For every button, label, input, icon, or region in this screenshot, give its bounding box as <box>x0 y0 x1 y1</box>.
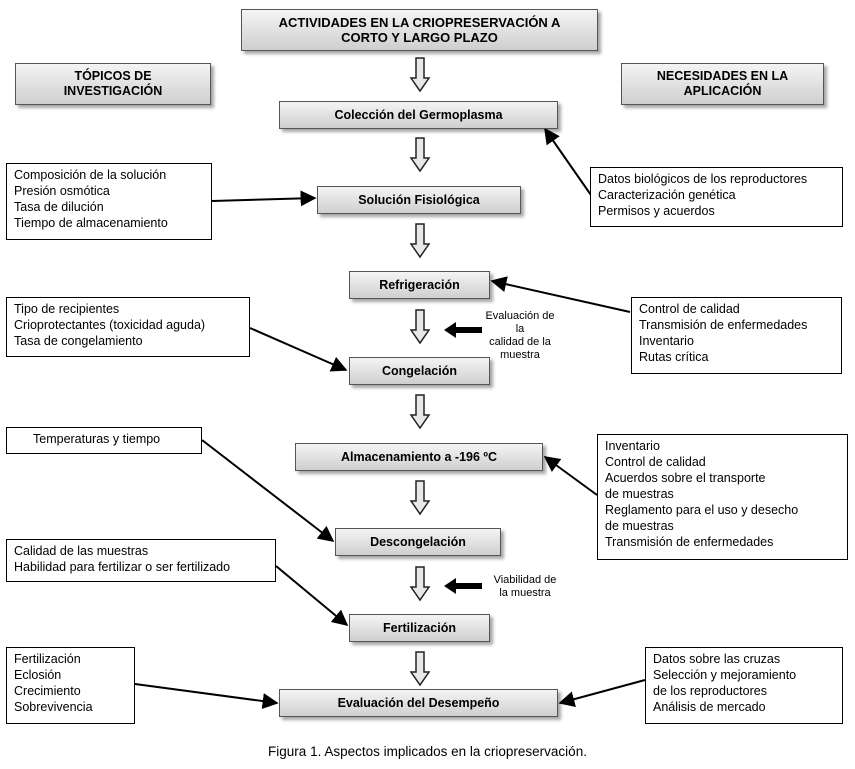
arrow-left-5 <box>134 683 279 710</box>
step-coleccion: Colección del Germoplasma <box>279 101 558 129</box>
side-arrows <box>134 127 646 710</box>
figure-caption: Figura 1. Aspectos implicados en la crio… <box>268 744 587 759</box>
arrow-right-1 <box>544 127 594 199</box>
arrow-right-2 <box>490 276 631 313</box>
flow-down-arrow-1 <box>409 57 431 93</box>
flow-down-arrow-5 <box>409 394 431 430</box>
right-box-coleccion: Datos biológicos de los reproductores Ca… <box>590 167 843 227</box>
step-congelacion: Congelación <box>349 357 490 385</box>
flow-down-arrow-3 <box>409 223 431 259</box>
step-almacenamiento: Almacenamiento a -196 ºC <box>295 443 543 471</box>
arrow-left-3 <box>201 439 335 542</box>
flow-down-arrow-6 <box>409 480 431 516</box>
left-box-fertilizacion: Calidad de las muestras Habilidad para f… <box>6 539 276 582</box>
main-title-line2: CORTO Y LARGO PLAZO <box>341 30 498 45</box>
left-box-solucion: Composición de la solución Presión osmót… <box>6 163 212 240</box>
left-box-evaluacion: Fertilización Eclosión Crecimiento Sobre… <box>6 647 135 724</box>
left-box-temperaturas: Temperaturas y tiempo <box>6 427 202 454</box>
arrow-left-4 <box>275 565 349 627</box>
step-fertilizacion: Fertilización <box>349 614 490 642</box>
step-descongelacion: Descongelación <box>335 528 501 556</box>
viability-pointer-arrow <box>444 578 482 594</box>
main-title-box: ACTIVIDADES EN LA CRIOPRESERVACIÓN A COR… <box>241 9 598 51</box>
right-box-almacenamiento: Inventario Control de calidad Acuerdos s… <box>597 434 848 560</box>
arrow-left-2 <box>249 327 348 372</box>
flow-arrows <box>409 57 431 687</box>
flow-down-arrow-8 <box>409 651 431 687</box>
quality-note: Evaluación de la calidad de la muestra <box>485 310 555 361</box>
left-header-line1: TÓPICOS DE <box>74 69 152 83</box>
arrow-right-4 <box>558 679 646 707</box>
right-header-line2: APLICACIÓN <box>683 84 762 98</box>
step-evaluacion: Evaluación del Desempeño <box>279 689 558 717</box>
flow-down-arrow-7 <box>409 566 431 602</box>
arrow-right-3 <box>543 456 598 496</box>
right-box-evaluacion: Datos sobre las cruzas Selección y mejor… <box>645 647 843 724</box>
left-header-line2: INVESTIGACIÓN <box>63 84 163 98</box>
arrow-left-1 <box>211 190 317 207</box>
flow-down-arrow-4 <box>409 309 431 345</box>
step-solucion: Solución Fisiológica <box>317 186 521 214</box>
left-box-congelacion: Tipo de recipientes Crioprotectantes (to… <box>6 297 250 357</box>
left-header-box: TÓPICOS DE INVESTIGACIÓN <box>15 63 211 105</box>
right-box-refrigeracion: Control de calidad Transmisión de enferm… <box>631 297 842 374</box>
main-title-line1: ACTIVIDADES EN LA CRIOPRESERVACIÓN A <box>278 15 561 30</box>
step-refrigeracion: Refrigeración <box>349 271 490 299</box>
right-header-line1: NECESIDADES EN LA <box>656 69 789 83</box>
pointer-arrows <box>444 322 482 594</box>
quality-pointer-arrow <box>444 322 482 338</box>
viability-note: Viabilidad de la muestra <box>493 574 557 599</box>
flow-down-arrow-2 <box>409 137 431 173</box>
right-header-box: NECESIDADES EN LA APLICACIÓN <box>621 63 824 105</box>
